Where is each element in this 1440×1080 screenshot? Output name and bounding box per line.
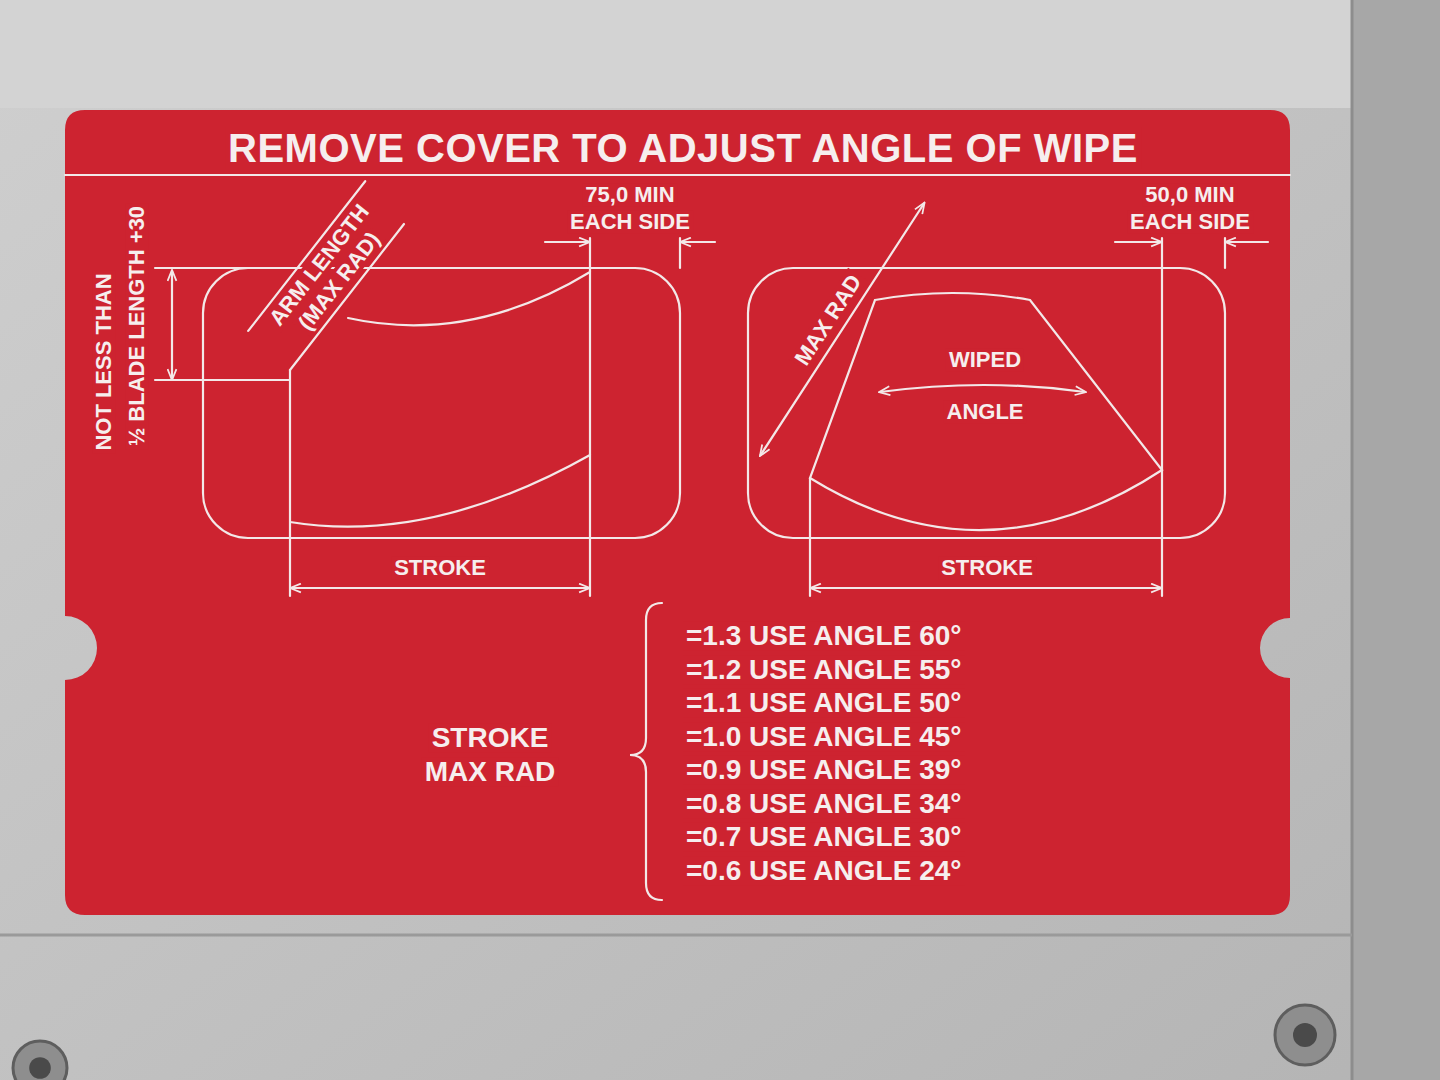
dimension-arrow [1226,241,1268,243]
windscreen-outline [748,268,1225,538]
box-edge [1351,0,1354,1080]
screw-socket [29,1057,51,1079]
table-row: =1.1 USE ANGLE 50° [683,688,965,717]
extension-line [155,267,282,269]
angle-label: ANGLE [944,400,1027,423]
dimension-arrow [1115,241,1161,243]
angle-label: WIPED [946,348,1024,371]
dimension-arrow [811,587,1161,589]
table-row: =0.8 USE ANGLE 34° [683,789,965,818]
screw-socket [1293,1023,1317,1047]
screw [13,1041,67,1080]
dimension-arrow [681,241,715,243]
red-label-plate [65,110,1290,915]
dimension-note: EACH SIDE [567,210,693,233]
box-side [1352,0,1440,1080]
dimension-label: STROKE [938,556,1036,579]
table-row: =1.2 USE ANGLE 55° [683,655,965,684]
extension-line [589,238,591,596]
label-title: REMOVE COVER TO ADJUST ANGLE OF WIPE [225,127,1141,169]
ratio-label: MAX RAD [422,757,559,786]
box-top-rim [0,0,1440,108]
title-rule [65,174,1290,176]
table-row: =1.3 USE ANGLE 60° [683,621,965,650]
plate-seam [0,934,1352,937]
angle-arrow [880,385,1085,392]
screw-head [1275,1005,1335,1065]
dimension-note: EACH SIDE [1127,210,1253,233]
dimension-arrow [291,587,589,589]
extension-line [1161,238,1163,596]
radius-label: MAX RAD [789,268,868,372]
table-row: =1.0 USE ANGLE 45° [683,722,965,751]
extension-line [155,379,290,381]
dimension-value: 50,0 MIN [1142,183,1237,206]
radius-arrow [761,204,925,456]
screw [1275,1005,1335,1065]
extension-line [809,478,811,596]
screw-head [13,1041,67,1080]
table-row: =0.6 USE ANGLE 24° [683,856,965,885]
dimension-note: NOT LESS THAN [92,270,115,453]
brace [630,603,662,900]
wipe-arc [348,272,590,325]
dimension-value: 75,0 MIN [582,183,677,206]
dimension-note: ½ BLADE LENGTH +30 [125,203,148,449]
wiped-sector [810,293,1162,530]
wipe-arc [290,455,590,527]
table-row: =0.7 USE ANGLE 30° [683,822,965,851]
dimension-label: STROKE [391,556,489,579]
dimension-arrow [171,271,173,379]
ratio-label: STROKE [429,723,552,752]
dimension-arrow [545,241,589,243]
table-row: =0.9 USE ANGLE 39° [683,755,965,784]
extension-line [289,370,291,596]
